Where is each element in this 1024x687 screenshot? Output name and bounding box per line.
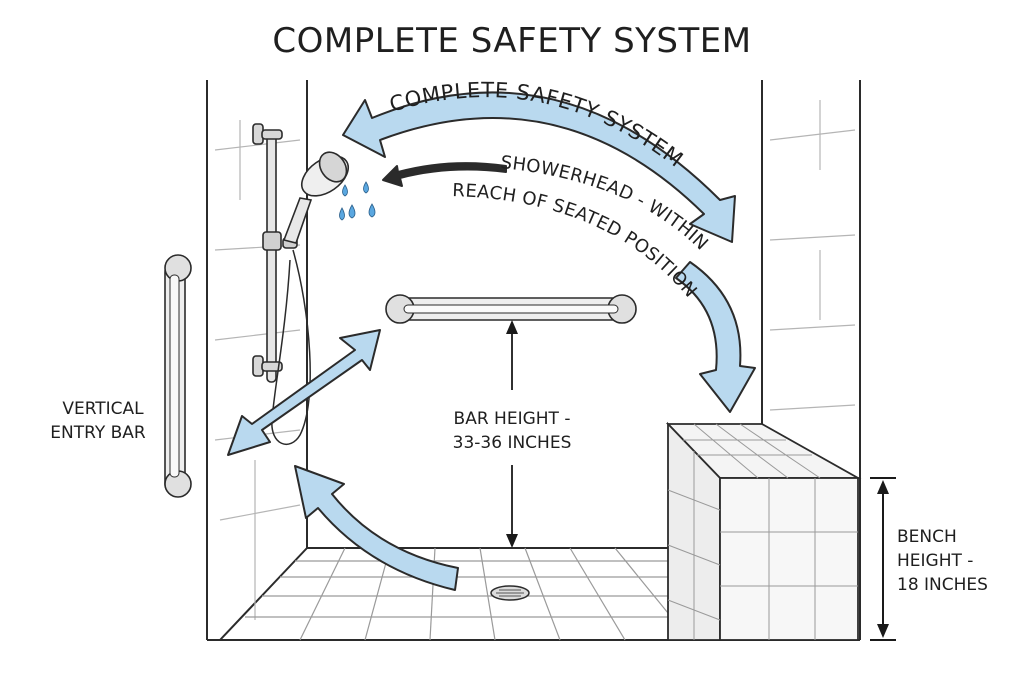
- horizontal-grab-bar: [385, 294, 637, 324]
- arrow-diagonal-double: [227, 329, 381, 456]
- arrow-to-showerhead: [382, 162, 507, 187]
- bench-height-dimension: [870, 477, 896, 641]
- vertical-entry-bar: [164, 254, 192, 498]
- bar-height-label-line2: 33-36 INCHES: [453, 433, 572, 453]
- shower-slide-rail: [252, 123, 298, 383]
- arrow-from-floor: [294, 465, 459, 591]
- wall-tiles: [214, 100, 856, 620]
- bench-height-label-line2: HEIGHT -: [897, 551, 973, 571]
- bench-height-label-line1: BENCH: [897, 527, 957, 547]
- arrow-top-arc: [342, 91, 736, 243]
- bench-height-label-line3: 18 INCHES: [897, 575, 988, 595]
- bar-height-dimension: [506, 320, 518, 548]
- floor-drain: [490, 585, 530, 601]
- floor-tiles: [245, 547, 710, 641]
- vertical-bar-label-line2: ENTRY BAR: [50, 423, 146, 443]
- bar-height-label-line1: BAR HEIGHT -: [454, 409, 571, 429]
- showerhead-label-line2: REACH OF SEATED POSITION: [452, 180, 701, 302]
- water-drops: [339, 181, 376, 221]
- hose: [271, 249, 311, 445]
- safety-flow-arrows: [227, 91, 756, 591]
- page-title: COMPLETE SAFETY SYSTEM: [272, 21, 751, 61]
- tiled-bench: [665, 421, 862, 641]
- arrow-to-bench: [675, 261, 756, 413]
- vertical-bar-label-line1: VERTICAL: [62, 399, 144, 419]
- showerhead: [282, 151, 349, 244]
